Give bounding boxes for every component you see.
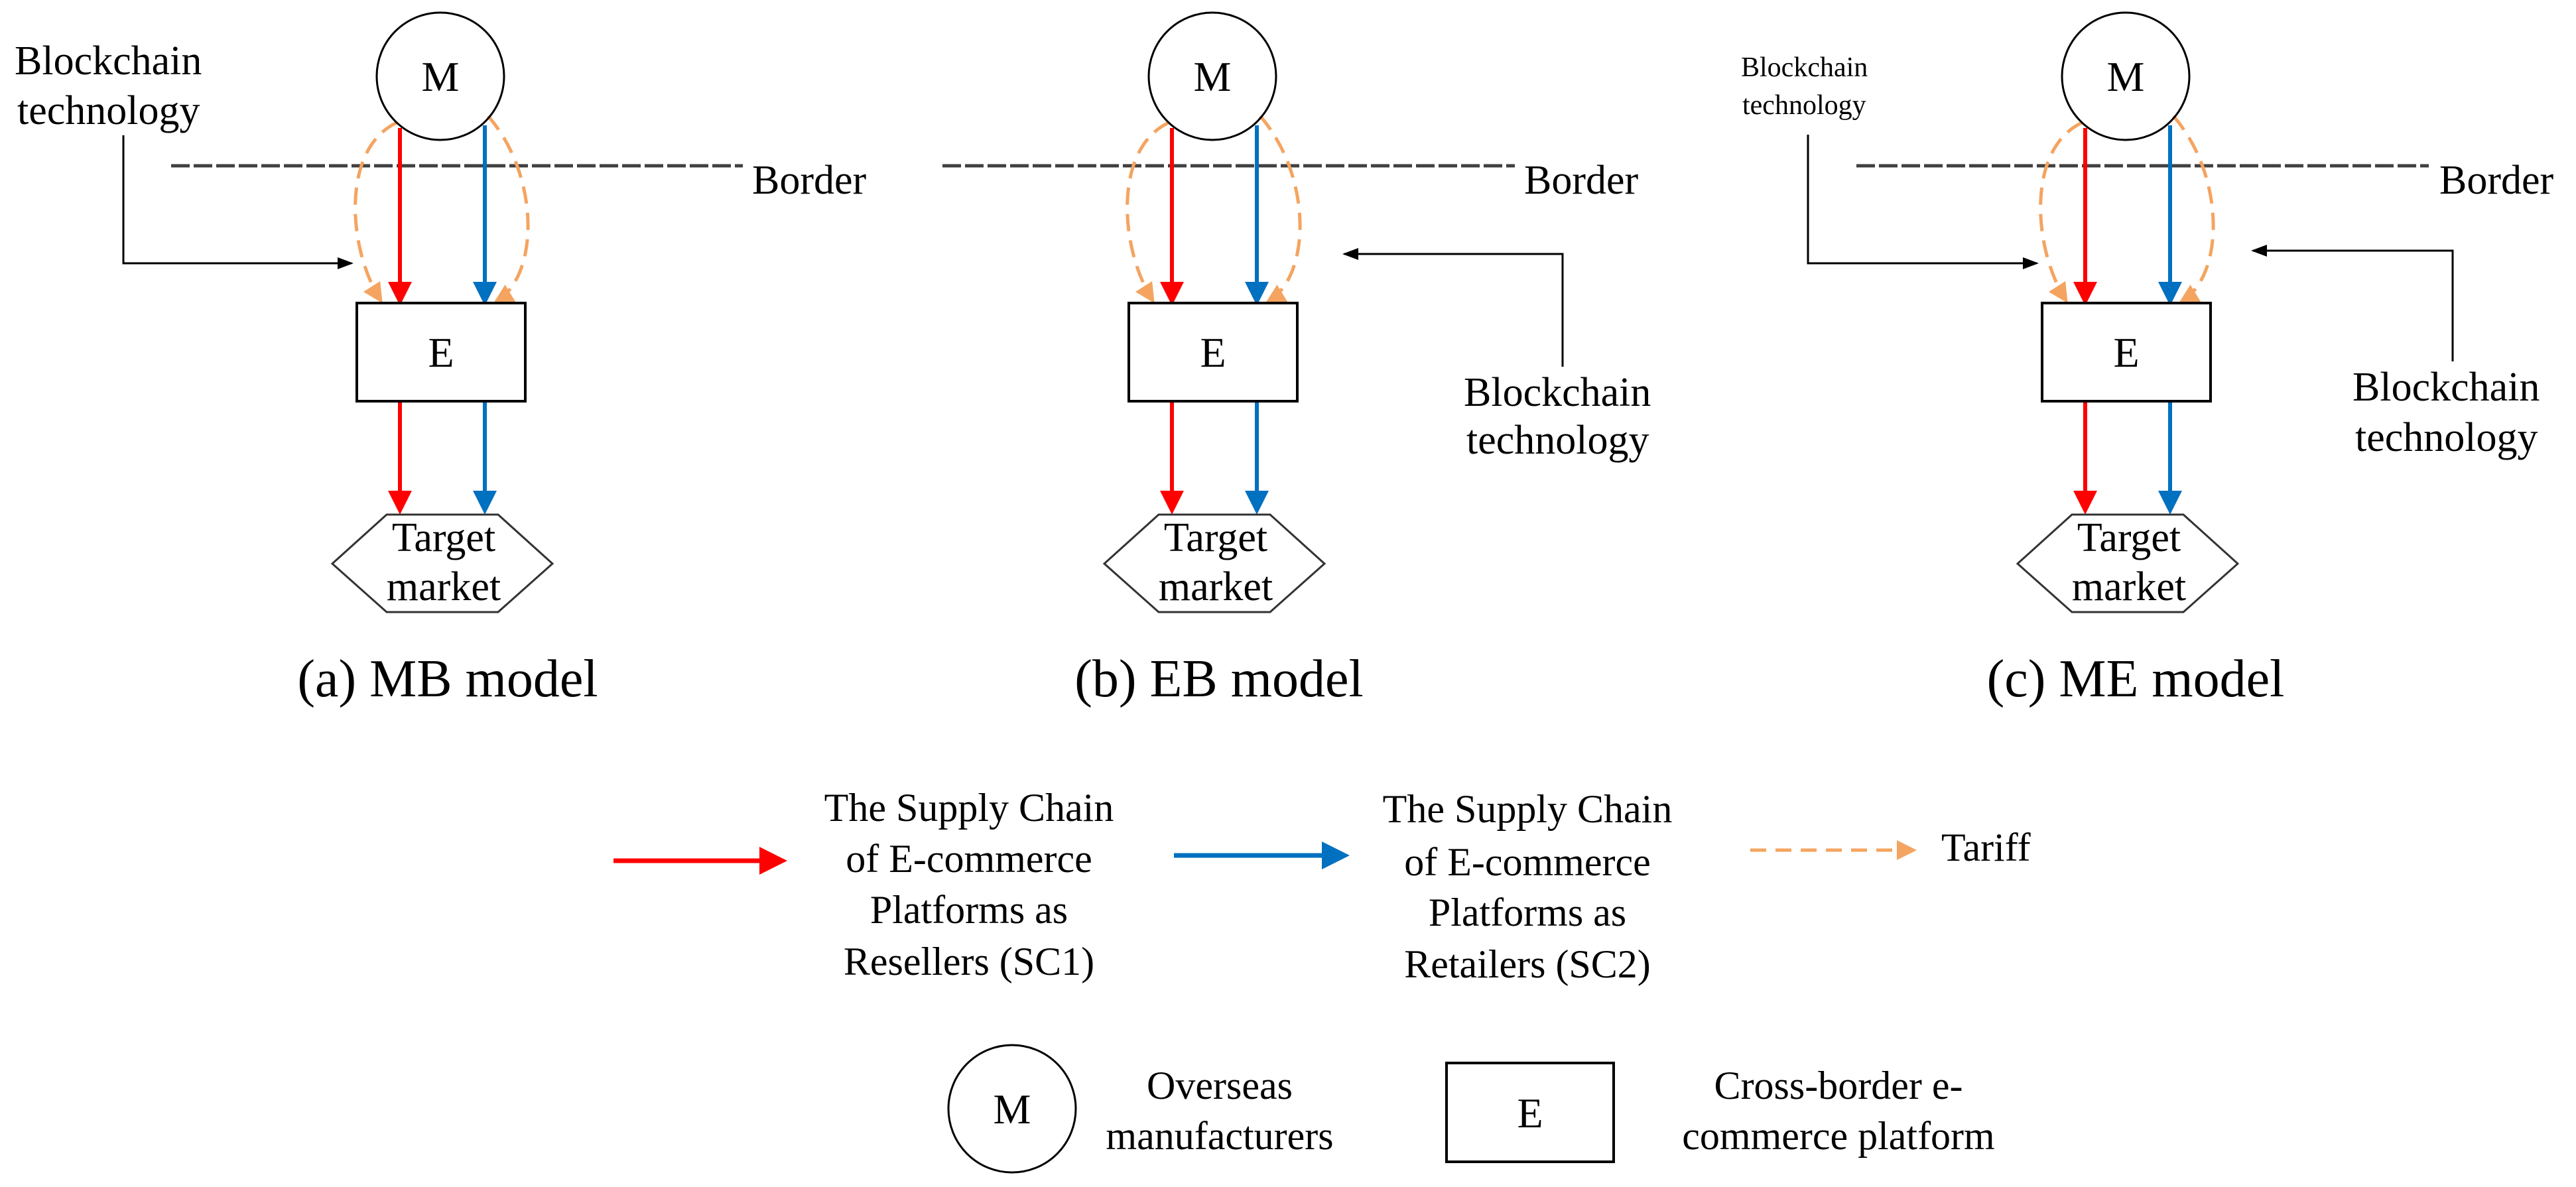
blockchain-label-left-line2: technology [17, 88, 200, 133]
legend-sc1-text-line: Platforms as [870, 888, 1068, 932]
legend-platform-text-line: commerce platform [1682, 1114, 1994, 1158]
tariff-arrow-right [2172, 115, 2215, 304]
border-label: Border [1524, 158, 1639, 203]
target-market-node [330, 513, 554, 613]
target-market-label-line2: market [1159, 564, 1273, 609]
tariff-arrow-right [487, 115, 530, 304]
legend-platform-symbol [1445, 1062, 1615, 1163]
blockchain-pointer-left [1807, 135, 2039, 269]
platform-node [1127, 302, 1299, 403]
legend-sc1-text-line: Resellers (SC1) [844, 940, 1094, 983]
blockchain-label-left-line1: Blockchain [1741, 52, 1868, 83]
target-market-node [1102, 513, 1326, 613]
legend-sc2-text-line: Platforms as [1429, 891, 1626, 934]
legend-sc1-text-line: The Supply Chain [824, 786, 1114, 830]
border-label: Border [752, 158, 867, 203]
platform-node [355, 302, 527, 403]
tariff-arrow-left [2039, 121, 2083, 304]
platform-label: E [2113, 329, 2139, 376]
blockchain-pointer-left [122, 135, 354, 269]
tariff-arrow-right [1259, 115, 1302, 304]
legend-platform-letter: E [1517, 1090, 1543, 1137]
blockchain-pointer-right [1342, 248, 1564, 367]
border-label: Border [2439, 158, 2554, 203]
platform-node [2041, 302, 2212, 403]
target-market-node [2016, 513, 2240, 613]
legend-sc1-text-line: of E-commerce [846, 837, 1092, 881]
blockchain-pointer-right [2251, 245, 2454, 361]
blockchain-label-right-line2: technology [1466, 418, 1649, 463]
blockchain-label-right-line1: Blockchain [1464, 370, 1651, 415]
legend-manufacturer-letter: M [994, 1086, 1031, 1133]
manufacturer-node [1147, 11, 1277, 141]
blockchain-label-right-line2: technology [2355, 415, 2538, 460]
target-market-label-line1: Target [392, 515, 495, 560]
blockchain-label-left-line1: Blockchain [15, 38, 202, 84]
legend-platform-text-line: Cross-border e- [1714, 1064, 1963, 1107]
tariff-arrow-left [1126, 121, 1170, 304]
blockchain-label-left-line2: technology [1742, 90, 1866, 121]
manufacturer-node [375, 11, 505, 141]
platform-label: E [1200, 329, 1226, 376]
legend-manufacturer-text-line: manufacturers [1106, 1114, 1333, 1158]
blockchain-label-right-line1: Blockchain [2352, 365, 2540, 410]
target-market-label-line1: Target [2077, 515, 2181, 560]
panel-caption: (b) EB model [1074, 650, 1363, 708]
manufacturer-label: M [2107, 53, 2145, 100]
platform-label: E [428, 329, 454, 376]
legend-manufacturer-symbol [947, 1044, 1077, 1174]
tariff-arrow-left [354, 121, 398, 304]
legend-manufacturer-text-line: Overseas [1147, 1064, 1293, 1107]
model-panels: BorderMETargetmarketBlockchaintechnology… [15, 11, 2554, 708]
panel-caption: (c) ME model [1987, 650, 2285, 708]
manufacturer-label: M [1194, 53, 1232, 100]
legend-sc2-text-line: Retailers (SC2) [1404, 942, 1651, 986]
target-market-label-line2: market [387, 564, 501, 609]
manufacturer-node [2061, 11, 2191, 141]
target-market-label-line1: Target [1164, 515, 1267, 560]
legend-sc2-text-line: of E-commerce [1404, 840, 1650, 884]
manufacturer-label: M [422, 53, 460, 100]
legend-tariff-label: Tariff [1941, 826, 2031, 869]
legend-sc2-text-line: The Supply Chain [1383, 787, 1673, 831]
target-market-label-line2: market [2072, 564, 2186, 609]
panel-caption: (a) MB model [297, 650, 598, 708]
